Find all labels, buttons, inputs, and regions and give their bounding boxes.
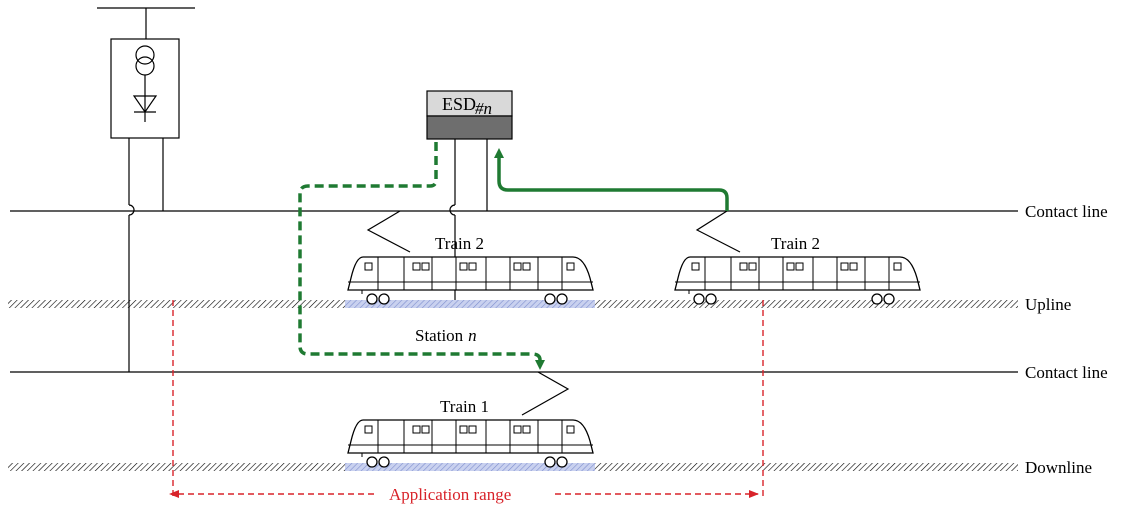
downline-label: Downline: [1025, 458, 1092, 477]
station-word: Station: [415, 326, 464, 345]
energy-flow-discharge-arrow: [298, 142, 545, 370]
esd-label: ESD: [442, 94, 476, 114]
station-n: n: [468, 326, 477, 345]
energy-flow-charge-arrow: [494, 148, 729, 211]
station-platform-downline: [345, 463, 595, 471]
train-upline-left: Train 2: [347, 210, 594, 305]
train-upline-left-label: Train 2: [435, 234, 484, 253]
train-downline: Train 1: [347, 371, 594, 468]
train-upline-right: Train 2: [674, 210, 921, 305]
contact-line-lower-label: Contact line: [1025, 363, 1108, 382]
application-range-label: Application range: [389, 485, 511, 504]
substation: [97, 7, 195, 372]
transformer-icon: [135, 45, 155, 88]
train-downline-label: Train 1: [440, 397, 489, 416]
contact-line-upper-label: Contact line: [1025, 202, 1108, 221]
station-platform-upline: [345, 300, 595, 308]
esd-subscript: #n: [475, 99, 492, 118]
train-upline-right-label: Train 2: [771, 234, 820, 253]
upline-label: Upline: [1025, 295, 1071, 314]
rectifier-diode-icon: [132, 88, 158, 122]
